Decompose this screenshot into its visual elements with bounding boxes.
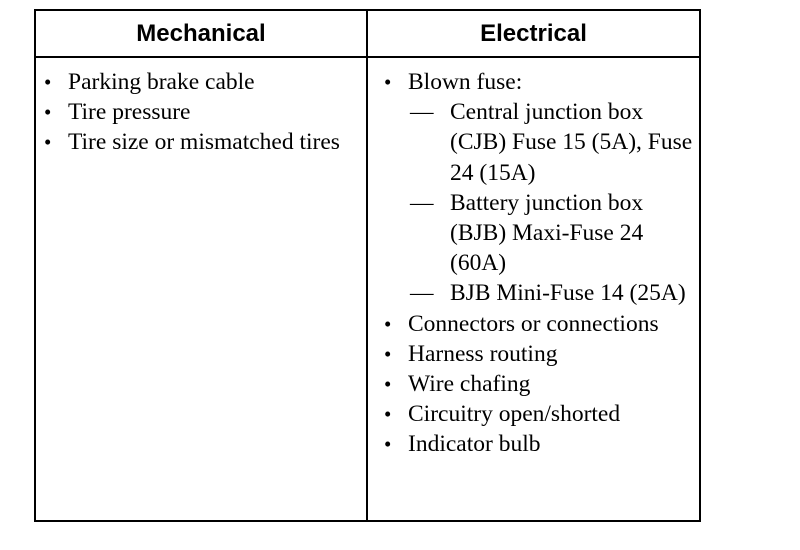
sublist-item-text: Battery junction box (BJB) Maxi-Fuse 24 …: [450, 189, 644, 277]
list-item-text: Blown fuse:: [408, 69, 523, 95]
list-item-text: Parking brake cable: [68, 69, 255, 95]
bullet-icon: •: [384, 70, 392, 94]
dash-icon: —: [410, 99, 433, 126]
list-item-text: Wire chafing: [408, 371, 531, 398]
header-mechanical: Mechanical: [136, 19, 266, 47]
list-item: • Connectors or connections: [382, 309, 698, 339]
sublist-item-text: BJB Mini-Fuse 14 (25A): [450, 280, 686, 307]
fuse-sublist: — Central junction box (CJB) Fuse 15 (5A)…: [408, 97, 698, 308]
mechanical-list: • Parking brake cable • Tire pressure • Tir…: [42, 67, 360, 158]
bullet-icon: •: [44, 100, 52, 125]
diagnosis-table: Mechanical Electrical • Parking brake cab…: [34, 9, 701, 522]
list-item: • Parking brake cable: [42, 67, 360, 97]
bullet-icon: •: [384, 432, 392, 457]
list-item-text: Connectors or connections: [408, 310, 659, 337]
bullet-icon: •: [384, 341, 392, 366]
header-electrical: Electrical: [480, 19, 587, 47]
list-item: • Indicator bulb: [382, 429, 698, 459]
bullet-icon: •: [384, 311, 392, 336]
list-item: • Circuitry open/shorted: [382, 399, 698, 429]
list-item-text: Tire size or mismatched tires: [68, 129, 340, 156]
list-item: • Harness routing: [382, 339, 698, 369]
list-item: • Blown fuse: — Central junction box (CJB)…: [382, 67, 698, 309]
sublist-item: — Battery junction box (BJB) Maxi-Fuse 24…: [408, 188, 698, 279]
dash-icon: —: [410, 280, 433, 307]
dash-icon: —: [410, 189, 433, 216]
list-item-text: Indicator bulb: [408, 431, 541, 458]
bullet-icon: •: [44, 70, 52, 94]
sublist-item: — Central junction box (CJB) Fuse 15 (5A)…: [408, 97, 698, 188]
list-item: • Tire size or mismatched tires: [42, 127, 360, 157]
list-item-text: Circuitry open/shorted: [408, 401, 621, 428]
electrical-cell: • Blown fuse: — Central junction box (CJB)…: [382, 67, 698, 460]
column-divider: [366, 11, 368, 520]
list-item: • Tire pressure: [42, 97, 360, 127]
list-item-text: Harness routing: [408, 340, 558, 367]
electrical-list: • Blown fuse: — Central junction box (CJB)…: [382, 67, 698, 460]
header-divider: [36, 56, 699, 58]
sublist-item-text: Central junction box (CJB) Fuse 15 (5A),…: [450, 99, 693, 186]
bullet-icon: •: [384, 402, 392, 427]
list-item-text: Tire pressure: [68, 99, 191, 126]
sublist-item: — BJB Mini-Fuse 14 (25A): [408, 278, 698, 308]
bullet-icon: •: [384, 372, 392, 397]
mechanical-cell: • Parking brake cable • Tire pressure • Tir…: [42, 67, 360, 158]
list-item: • Wire chafing: [382, 369, 698, 399]
bullet-icon: •: [44, 130, 52, 155]
